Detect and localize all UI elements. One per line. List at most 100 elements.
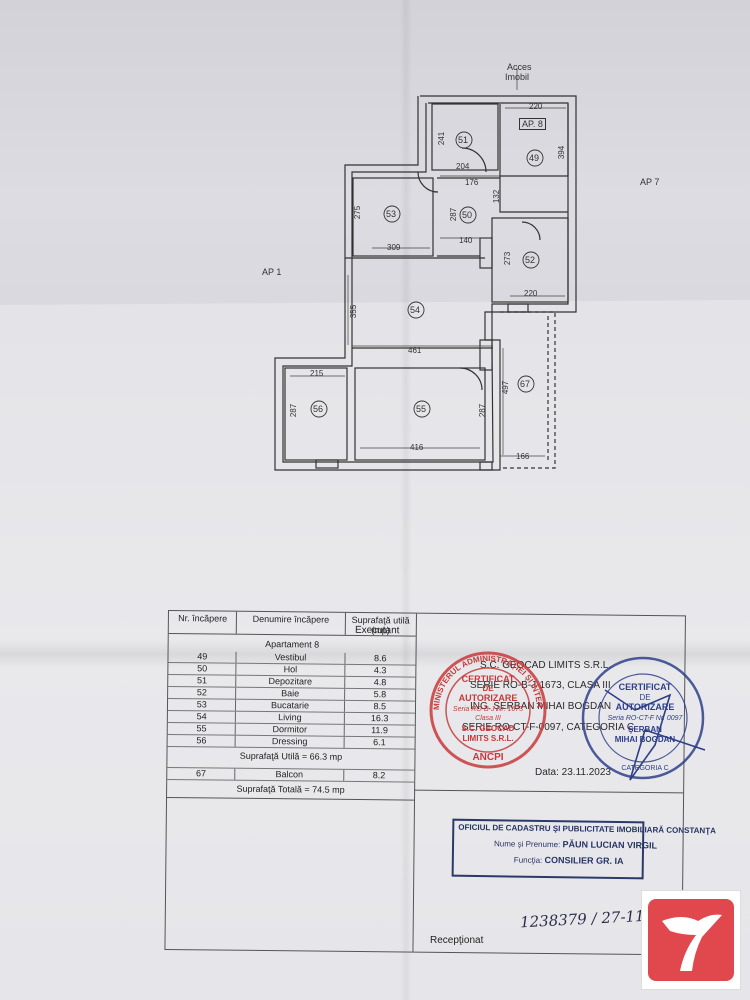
room-number: 53 (386, 209, 397, 219)
dimension-label: 394 (557, 145, 567, 160)
dimension-label: 287 (449, 207, 459, 222)
table-divider (167, 797, 415, 801)
cell-area: 4.8 (373, 677, 387, 688)
dimension-label: 176 (465, 178, 479, 187)
cell-room-name: Hol (236, 663, 346, 676)
blue-stamp-text: ŞERBAN (628, 725, 662, 734)
cell-room-name: Balcon (235, 768, 344, 781)
blue-stamp: CERTIFICAT DE AUTORIZARE Seria RO-CT-F N… (581, 656, 706, 781)
table-row-balcony: 67 Balcon 8.2 (167, 767, 415, 783)
dimension-label: 497 (501, 380, 511, 395)
header-room-name: Denumire încăpere (237, 611, 346, 635)
red-stamp: MINISTERUL ADMINISTRAȚIEI ȘI INTERNELOR … (425, 650, 547, 769)
dimension-label: 166 (516, 452, 530, 461)
dimension-label: 273 (503, 251, 513, 266)
dimension-label: 461 (408, 346, 422, 355)
dimension-label: 309 (387, 243, 401, 252)
cell-room-name: Vestibul (236, 651, 346, 664)
apartment-title: Apartament 8 (265, 639, 320, 650)
paper-fold (0, 640, 750, 668)
neighbor-ap1-label: AP 1 (262, 267, 282, 277)
blue-stamp-text: DE (639, 693, 650, 702)
dimension-label: 355 (349, 304, 359, 319)
red-stamp-text: CERTIFICAT (462, 674, 515, 684)
cell-room-number: 54 (167, 711, 237, 723)
cell-area: 4.3 (373, 665, 387, 676)
cell-room-name: Baie (236, 687, 345, 700)
room-number: 55 (416, 404, 427, 414)
blue-stamp-text: CATEGORIA C (621, 765, 668, 772)
cell-room-number: 53 (167, 699, 237, 711)
red-stamp-text: LIMITS S.R.L. (462, 734, 513, 743)
logo-icon (648, 899, 734, 981)
room-number: 50 (462, 210, 473, 220)
received-label: Recepţionat (430, 935, 484, 946)
room-number: 56 (313, 404, 324, 414)
red-stamp-text: S.C. GEOCAD (462, 724, 515, 733)
red-stamp-text: Clasa III (475, 715, 501, 722)
paper-vertical-fold (400, 0, 412, 1000)
cell-area: 6.1 (373, 737, 386, 748)
red-stamp-text: AUTORIZARE (459, 693, 518, 703)
dimension-label: 275 (353, 205, 363, 220)
dimension-label: 215 (310, 369, 324, 378)
cell-area: 8.5 (373, 701, 387, 712)
cell-area: 8.6 (373, 653, 387, 664)
room-number: 51 (458, 135, 469, 145)
red-stamp-text: Seria RO-B-J Nr. 1673 (453, 706, 523, 713)
red-stamp-text: DE (482, 684, 494, 693)
room-number: 52 (525, 255, 536, 265)
blue-stamp-text: MIHAI BOGDAN (615, 735, 676, 744)
cell-area: 11.9 (371, 725, 389, 736)
dimension-label: 132 (492, 189, 502, 204)
dimension-label: 220 (524, 289, 538, 298)
cell-area: 5.8 (373, 689, 387, 700)
dimension-label: 241 (437, 131, 447, 146)
blue-stamp-text: AUTORIZARE (616, 702, 675, 712)
paper-bottom-sheet (0, 300, 750, 1000)
table-row: 56 Dressing 6.1 (167, 735, 415, 750)
cell-room-name: Depozitare (236, 675, 345, 688)
cell-room-name: Dressing (236, 735, 345, 748)
cell-room-number: 50 (168, 663, 237, 675)
dimension-label: 287 (478, 403, 488, 418)
cell-room-number: 51 (168, 675, 237, 687)
dimension-label: 140 (459, 236, 473, 245)
apartment-tag: AP. 8 (519, 118, 546, 130)
useful-area-total: Suprafaţă Utilă = 66.3 mp (239, 750, 343, 762)
cell-room-number: 67 (167, 768, 236, 780)
blue-stamp-text: CERTIFICAT (619, 682, 672, 692)
dimension-label: 204 (456, 162, 470, 171)
cell-room-name: Living (236, 711, 345, 724)
cell-room-number: 56 (167, 735, 237, 747)
header-room-number: Nr. încăpere (168, 611, 238, 634)
executant-company: S.C. GEOCAD LIMITS S.R.L. (480, 660, 612, 671)
room-number: 67 (520, 379, 531, 389)
areas-table-left: Nr. încăpere Denumire încăpere Suprafaţă… (165, 611, 417, 952)
cell-room-name: Dormitor (236, 723, 345, 736)
red-stamp-text: ANCPI (472, 752, 503, 763)
room-number: 49 (529, 153, 540, 163)
dimension-label: 416 (410, 443, 424, 452)
receiver-name-label: Nume și Prenume: (494, 839, 561, 850)
receiver-name: PĂUN LUCIAN VIRGIL (562, 839, 658, 851)
neighbor-ap7-label: AP 7 (640, 177, 660, 187)
executant-date: Data: 23.11.2023 (535, 767, 611, 778)
executant-divider (414, 789, 684, 794)
receiver-function-label: Funcţia: (513, 855, 543, 865)
brand-logo (641, 890, 741, 990)
executant-engineer: ING. ŞERBAN MIHAI BOGDAN (470, 701, 612, 712)
executant-title: Executant (354, 624, 400, 637)
dimension-label: 287 (289, 403, 299, 418)
cell-area: 8.2 (372, 770, 386, 781)
cell-room-number: 52 (168, 687, 237, 699)
cell-room-name: Bucatarie (236, 699, 345, 712)
receiver-stamp: OFICIUL DE CADASTRU ŞI PUBLICITATE IMOBI… (451, 818, 716, 880)
cell-room-number: 55 (167, 723, 237, 735)
room-number: 54 (410, 305, 421, 315)
total-area: Suprafaţă Totală = 74.5 mp (236, 783, 345, 795)
access-building-label: Imobil (505, 72, 530, 82)
executant-serie-2: SERIE RO-CT-F-0097, CATEGORIA C (462, 722, 635, 733)
dimension-label: 220 (529, 102, 543, 111)
blue-stamp-text: Seria RO-CT-F Nr. 0097 (608, 715, 684, 722)
